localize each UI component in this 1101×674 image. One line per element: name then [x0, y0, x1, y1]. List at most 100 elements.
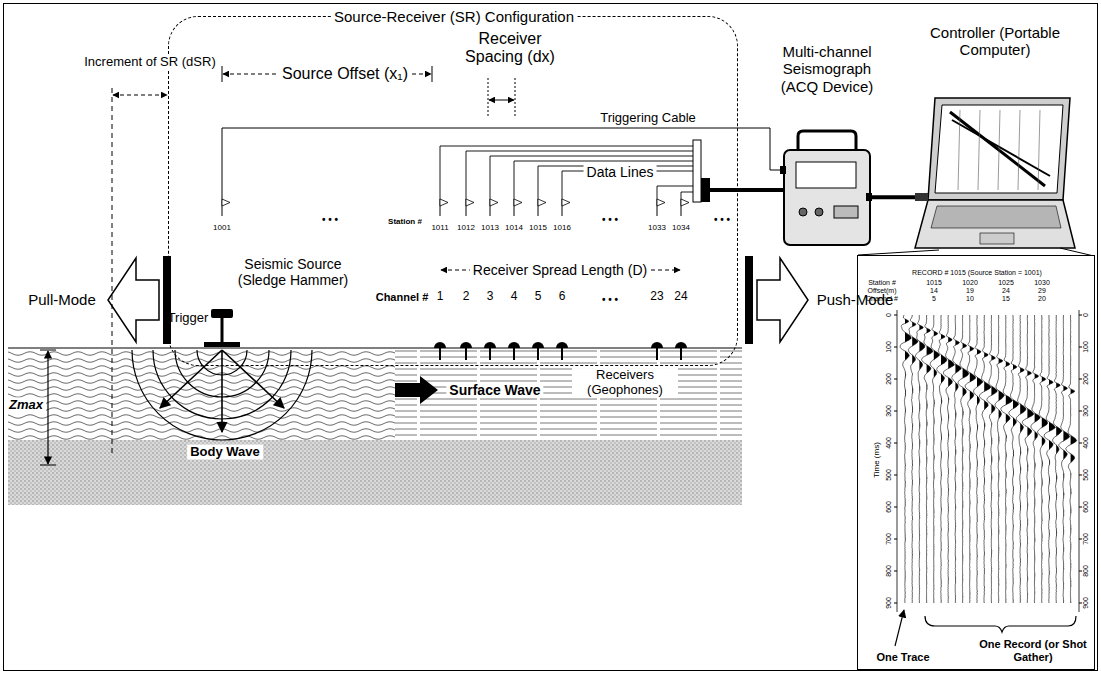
channel-number: 4: [511, 290, 518, 304]
record-ground: [857, 256, 1095, 670]
axis-tick: [1079, 475, 1082, 476]
spacing-guide: [488, 78, 489, 118]
data-line: [657, 186, 693, 199]
trace-fill: [1006, 315, 1013, 603]
channel-number: 5: [535, 290, 542, 304]
trace-fill: [1056, 315, 1062, 603]
station-number: 1012: [457, 223, 475, 232]
laptop-keyboard: [931, 206, 1061, 228]
time-tick-label: 400: [885, 437, 893, 449]
ellipsis: • • •: [602, 214, 618, 226]
time-tick-label: 300: [1082, 405, 1090, 417]
node-text: One Record (or Shot Gather): [977, 638, 1089, 663]
record-row-heading: Offset(m): [867, 287, 896, 295]
record-header-value: 19: [966, 287, 974, 295]
ellipsis: • • •: [602, 294, 618, 306]
laptop-lid: [928, 98, 1070, 200]
station-number: 1001: [213, 223, 231, 232]
record-header-value: 1020: [962, 279, 978, 287]
ground-surface: [8, 347, 742, 348]
plug-connector: [701, 178, 710, 202]
seismograph-device: [780, 131, 872, 245]
channel-number: 24: [674, 290, 687, 304]
axis-ticks: [894, 315, 1082, 603]
ellipsis: • • •: [714, 214, 730, 226]
pull-arrow: [108, 258, 159, 342]
controller-laptop: Controller (Portable Computer): [915, 95, 1075, 250]
station-flag: [440, 199, 448, 206]
axis-tick: [1079, 379, 1082, 380]
bedrock-layer: [8, 440, 742, 505]
surface-wave-arrow: [395, 376, 438, 404]
seismic-trace: [965, 315, 975, 603]
trace-fill: [934, 315, 940, 603]
time-tick-label: 200: [885, 373, 893, 385]
trace-fill: [948, 315, 954, 603]
laptop-port: [915, 193, 928, 201]
time-tick-label: 800: [1082, 565, 1090, 577]
seismic-trace: [1009, 315, 1019, 603]
cable-connector: [738, 188, 784, 192]
mode-label: Pull-Mode: [28, 291, 96, 308]
time-tick-label: 100: [1082, 341, 1090, 353]
geophone-spike: [561, 348, 563, 360]
time-axis: [897, 310, 898, 612]
spacing-guide: [515, 78, 516, 118]
geophone: [484, 342, 496, 348]
time-tick-label: 200: [1082, 373, 1090, 385]
trace-fill: [1035, 315, 1041, 603]
trace-fill: [905, 315, 911, 603]
data-line-plug: [693, 140, 739, 202]
record-header-value: 1015: [926, 279, 942, 287]
dimension-label: Increment of SR (dSR): [81, 55, 219, 70]
data-line: [681, 192, 693, 199]
ground: [8, 348, 742, 505]
wave-arrow: [160, 350, 222, 408]
station-flag: [538, 199, 546, 206]
time-tick-label: 800: [885, 565, 893, 577]
wave-arrow: [221, 350, 223, 432]
geophone: [675, 342, 687, 348]
axis-tick: [894, 539, 897, 540]
seismic-trace: [1016, 315, 1026, 603]
trace-fill: [1049, 315, 1056, 603]
seismic-trace: [1053, 315, 1062, 603]
dimension-line: [47, 351, 48, 464]
laptop-screen: [935, 105, 1063, 193]
record-row-heading: Station #: [868, 279, 896, 287]
wave-arrow: [222, 350, 284, 408]
node-text: One Trace: [876, 651, 929, 664]
seismic-trace: [958, 315, 969, 603]
seismic-trace: [995, 315, 1004, 603]
seismic-trace: [974, 315, 983, 603]
station-number: 1015: [529, 223, 547, 232]
axis-tick: [894, 379, 897, 380]
device-panel: [834, 206, 858, 218]
seismic-trace: [1059, 315, 1070, 603]
trace-pointer: [895, 610, 904, 646]
node-heading: Multi-channel Seismograph (ACQ Device): [766, 43, 888, 95]
station-number: 1013: [481, 223, 499, 232]
push-arrow: [757, 258, 808, 342]
plug-body: [693, 140, 701, 202]
time-tick-label: 100: [885, 341, 893, 353]
trace-fill: [1071, 315, 1077, 603]
axis-title: Time (ms): [872, 442, 881, 478]
trace-fill: [984, 315, 991, 603]
screen-trace: [1018, 110, 1020, 190]
trace-fill: [1013, 315, 1019, 603]
seismogram-traces: [900, 315, 1077, 603]
axis-tick: [894, 571, 897, 572]
arrow-bar: [163, 256, 171, 344]
geophone-spike: [537, 348, 539, 360]
time-tick-label: 500: [1082, 469, 1090, 481]
record-header-value: 14: [930, 287, 938, 295]
station-flag: [657, 199, 665, 206]
station-flag: [222, 199, 230, 206]
channel-number: 3: [487, 290, 494, 304]
trace-fill: [1027, 315, 1034, 603]
station-number: 1011: [431, 223, 448, 232]
configuration-region: Source-Receiver (SR) Configuration: [168, 16, 738, 366]
time-tick-label: 300: [885, 405, 893, 417]
